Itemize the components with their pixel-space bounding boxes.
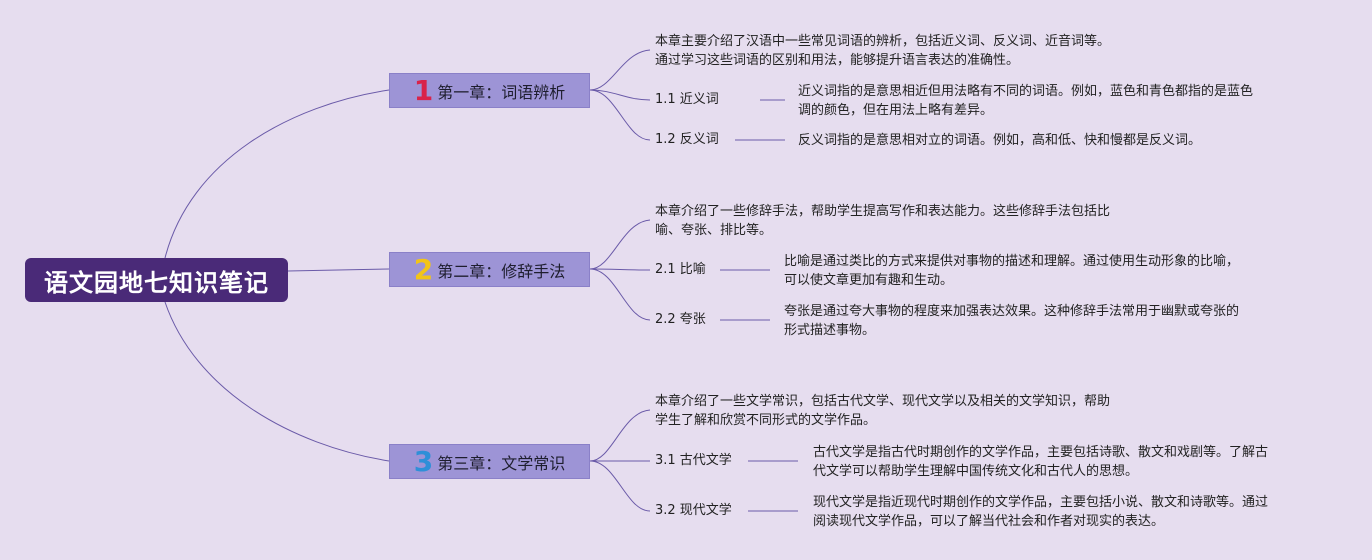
chapter-1-summary[interactable]: 本章主要介绍了汉语中一些常见词语的辨析，包括近义词、反义词、近音词等。 通过学习… xyxy=(655,34,1111,68)
chapter-2-summary[interactable]: 本章介绍了一些修辞手法，帮助学生提高写作和表达能力。这些修辞手法包括比 喻、夸张… xyxy=(655,204,1111,238)
chapter-2-number: 2 xyxy=(413,252,434,286)
subtopic-1-1-desc[interactable]: 近义词指的是意思相近但用法略有不同的词语。例如，蓝色和青色都指的是蓝色 调的颜色… xyxy=(798,84,1254,118)
connector-root-ch2 xyxy=(287,268,390,272)
connector-ch2-sub2 xyxy=(589,268,651,321)
chapter-3-label: 第三章：文学常识 xyxy=(437,453,566,473)
subtopic-3-1[interactable]: 3.1 古代文学 xyxy=(655,453,732,468)
subtopic-1-2-desc[interactable]: 反义词指的是意思相对立的词语。例如，高和低、快和慢都是反义词。 xyxy=(798,133,1202,148)
root-topic[interactable]: 语文园地七知识笔记 xyxy=(25,258,288,302)
connector-ch1-sub2 xyxy=(589,89,651,141)
subtopic-2-1-desc[interactable]: 比喻是通过类比的方式来提供对事物的描述和理解。通过使用生动形象的比喻， 可以使文… xyxy=(784,254,1240,288)
connector-ch1-summary xyxy=(589,49,651,91)
subtopic-1-2[interactable]: 1.2 反义词 xyxy=(655,132,719,147)
chapter-3-node[interactable]: 3 第三章：文学常识 xyxy=(389,444,590,479)
subtopic-1-1[interactable]: 1.1 近义词 xyxy=(655,92,719,107)
chapter-3-summary[interactable]: 本章介绍了一些文学常识，包括古代文学、现代文学以及相关的文学知识，帮助 学生了解… xyxy=(655,394,1111,428)
chapter-3-number: 3 xyxy=(413,444,434,478)
connector-root-ch1 xyxy=(164,89,390,259)
connector-ch3-summary xyxy=(589,409,651,462)
subtopic-3-2-desc[interactable]: 现代文学是指近现代时期创作的文学作品，主要包括小说、散文和诗歌等。通过 阅读现代… xyxy=(813,495,1269,529)
connector-ch2-summary xyxy=(589,219,651,270)
connector-ch3-sub2 xyxy=(589,460,651,512)
connector-ch2-sub1 xyxy=(589,268,651,271)
subtopic-2-1[interactable]: 2.1 比喻 xyxy=(655,262,706,277)
subtopic-3-2[interactable]: 3.2 现代文学 xyxy=(655,503,732,518)
chapter-2-node[interactable]: 2 第二章：修辞手法 xyxy=(389,252,590,287)
chapter-2-label: 第二章：修辞手法 xyxy=(437,261,566,281)
chapter-1-number: 1 xyxy=(413,73,434,107)
subtopic-2-2[interactable]: 2.2 夸张 xyxy=(655,312,706,327)
connector-root-ch3 xyxy=(164,301,390,462)
chapter-1-node[interactable]: 1 第一章：词语辨析 xyxy=(389,73,590,108)
subtopic-2-2-desc[interactable]: 夸张是通过夸大事物的程度来加强表达效果。这种修辞手法常用于幽默或夸张的 形式描述… xyxy=(784,304,1240,338)
chapter-1-label: 第一章：词语辨析 xyxy=(437,82,566,102)
connector-ch1-sub1 xyxy=(589,89,651,101)
subtopic-3-1-desc[interactable]: 古代文学是指古代时期创作的文学作品，主要包括诗歌、散文和戏剧等。了解古 代文学可… xyxy=(813,445,1269,479)
